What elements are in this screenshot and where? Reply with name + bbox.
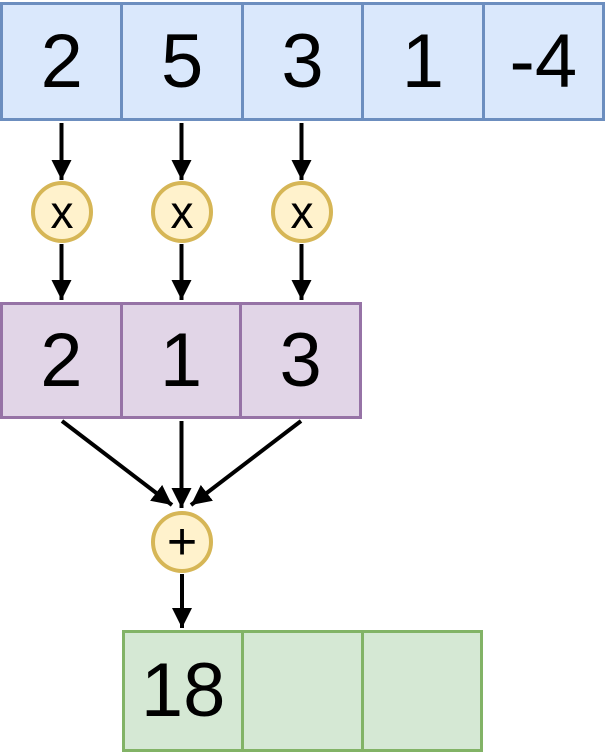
kernel-cell-0: 2: [3, 305, 120, 416]
multiply-operator-label-3: x: [290, 186, 314, 238]
multiply-operator-label-2: x: [170, 186, 194, 238]
input-array: 2 5 3 1 -4: [0, 2, 605, 121]
kernel-cell-1: 1: [122, 305, 240, 416]
input-cell-4: -4: [484, 5, 603, 118]
kernel-array: 2 1 3: [0, 302, 362, 419]
arrow-kernel3-to-add: [189, 419, 303, 507]
add-operator-icon: +: [151, 511, 213, 573]
output-cell-0: 18: [125, 633, 242, 749]
input-cell-0: 2: [3, 5, 121, 118]
output-array: 18: [122, 630, 483, 752]
multiply-operator-icon-3: x: [271, 181, 333, 243]
arrow-kernel1-to-add: [60, 419, 174, 507]
add-operator-label: +: [166, 513, 198, 571]
multiply-operator-icon-2: x: [151, 181, 213, 243]
multiply-operator-icon-1: x: [31, 181, 93, 243]
input-cell-2: 3: [243, 5, 362, 118]
input-cell-1: 5: [123, 5, 241, 118]
multiply-operator-label-1: x: [50, 186, 74, 238]
output-cell-1: [244, 633, 361, 749]
kernel-cell-2: 3: [242, 305, 360, 416]
output-cell-2: [363, 633, 480, 749]
input-cell-3: 1: [364, 5, 482, 118]
